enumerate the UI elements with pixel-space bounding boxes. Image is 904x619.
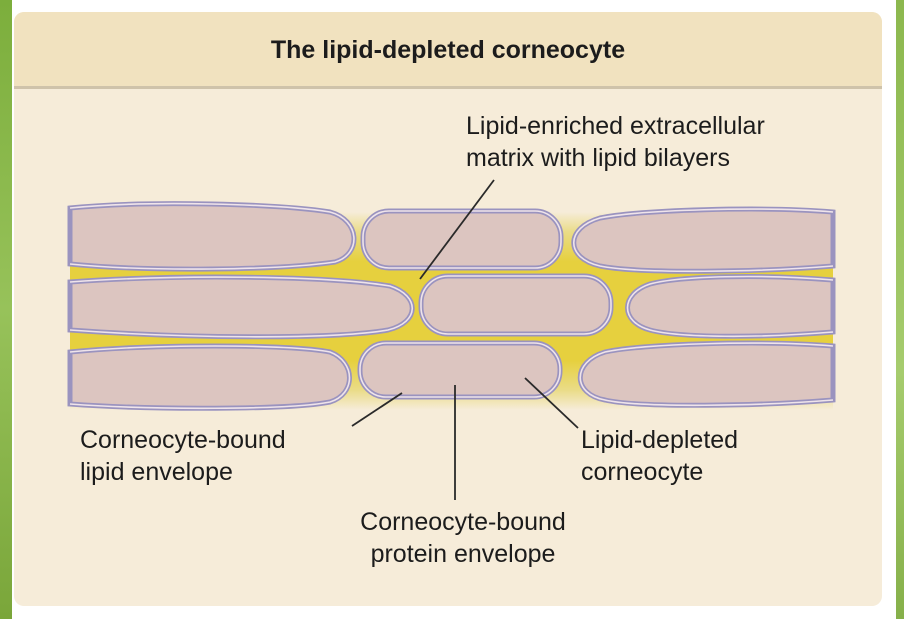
right-edge-strip: [896, 0, 904, 619]
corneocyte-row3-right: [577, 340, 836, 408]
title-band: The lipid-depleted corneocyte: [14, 12, 882, 89]
corneocyte-row1-left: [67, 201, 357, 272]
corneocyte-row1-middle: [360, 208, 564, 271]
leader-depleted-corneocyte: [524, 377, 579, 429]
figure-title: The lipid-depleted corneocyte: [270, 36, 626, 64]
corneocyte-row2-middle: [418, 273, 614, 337]
corneocyte-row1-right: [571, 206, 836, 274]
corneocyte-row2-right: [625, 274, 836, 339]
label-protein-envelope: Corneocyte-bound protein envelope: [360, 508, 566, 568]
left-edge-strip: [0, 0, 12, 619]
lipid-envelope-rims: [69, 202, 834, 410]
leader-lipid-envelope: [351, 392, 403, 427]
label-lipid-envelope: Corneocyte-bound lipid envelope: [80, 426, 286, 486]
label-extracellular-matrix: Lipid-enriched extracellular matrix with…: [466, 112, 765, 172]
corneocyte-row2-left: [67, 274, 415, 340]
corneocyte-row3-left: [67, 343, 352, 411]
leader-extracellular-matrix: [419, 179, 495, 280]
label-depleted-corneocyte: Lipid-depleted corneocyte: [581, 426, 739, 486]
corneocyte-row3-middle: [357, 340, 563, 400]
corneocyte-layers: [67, 201, 836, 411]
